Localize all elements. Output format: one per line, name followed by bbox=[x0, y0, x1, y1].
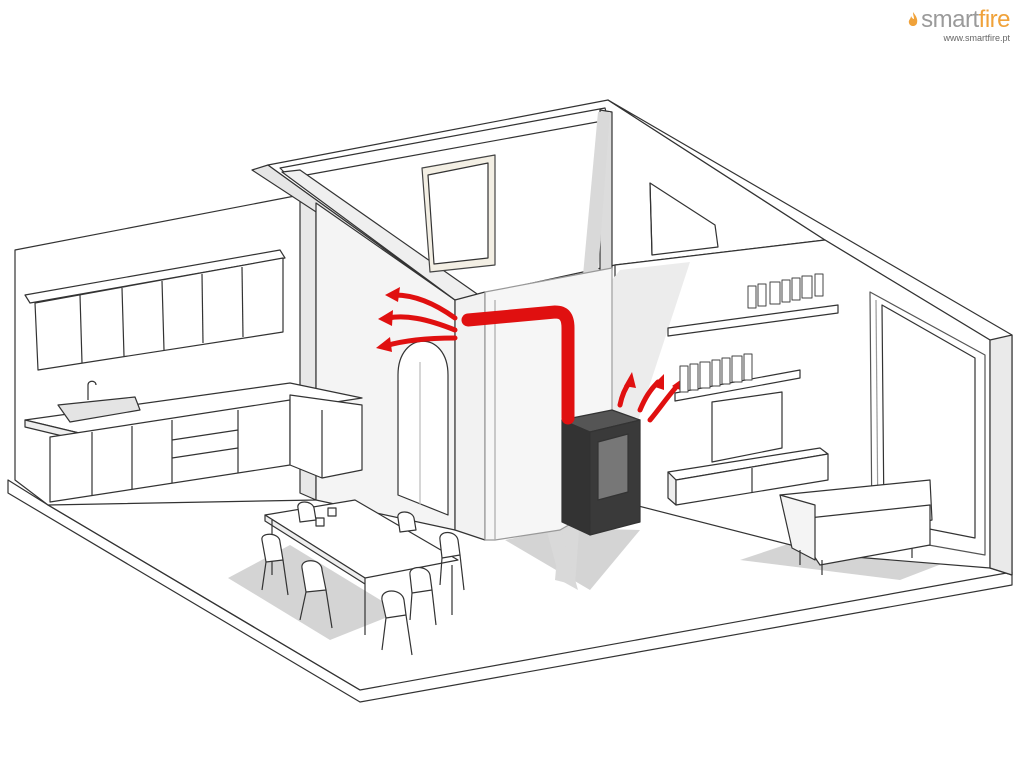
brand-row: smartfire bbox=[907, 8, 1011, 32]
pellet-stove bbox=[561, 409, 641, 536]
sofa bbox=[779, 479, 933, 575]
bookshelves bbox=[667, 273, 839, 402]
back-window bbox=[421, 154, 496, 273]
floor-slab bbox=[7, 479, 1013, 703]
dining-chairs bbox=[261, 501, 465, 656]
upper-cabinets bbox=[24, 249, 286, 371]
brand-name-part1: smart bbox=[921, 6, 979, 33]
back-room-door bbox=[649, 182, 719, 256]
tv-unit bbox=[667, 391, 829, 506]
brand-name-part2: fire bbox=[978, 6, 1011, 33]
brand-logo: smartfire www.smartfire.pt bbox=[907, 8, 1011, 43]
brand-url: www.smartfire.pt bbox=[943, 33, 1010, 43]
flame-icon bbox=[908, 12, 918, 26]
brand-name: smartfire bbox=[921, 8, 1010, 32]
heat-arrowheads bbox=[376, 287, 686, 392]
lower-cabinets bbox=[24, 380, 363, 503]
